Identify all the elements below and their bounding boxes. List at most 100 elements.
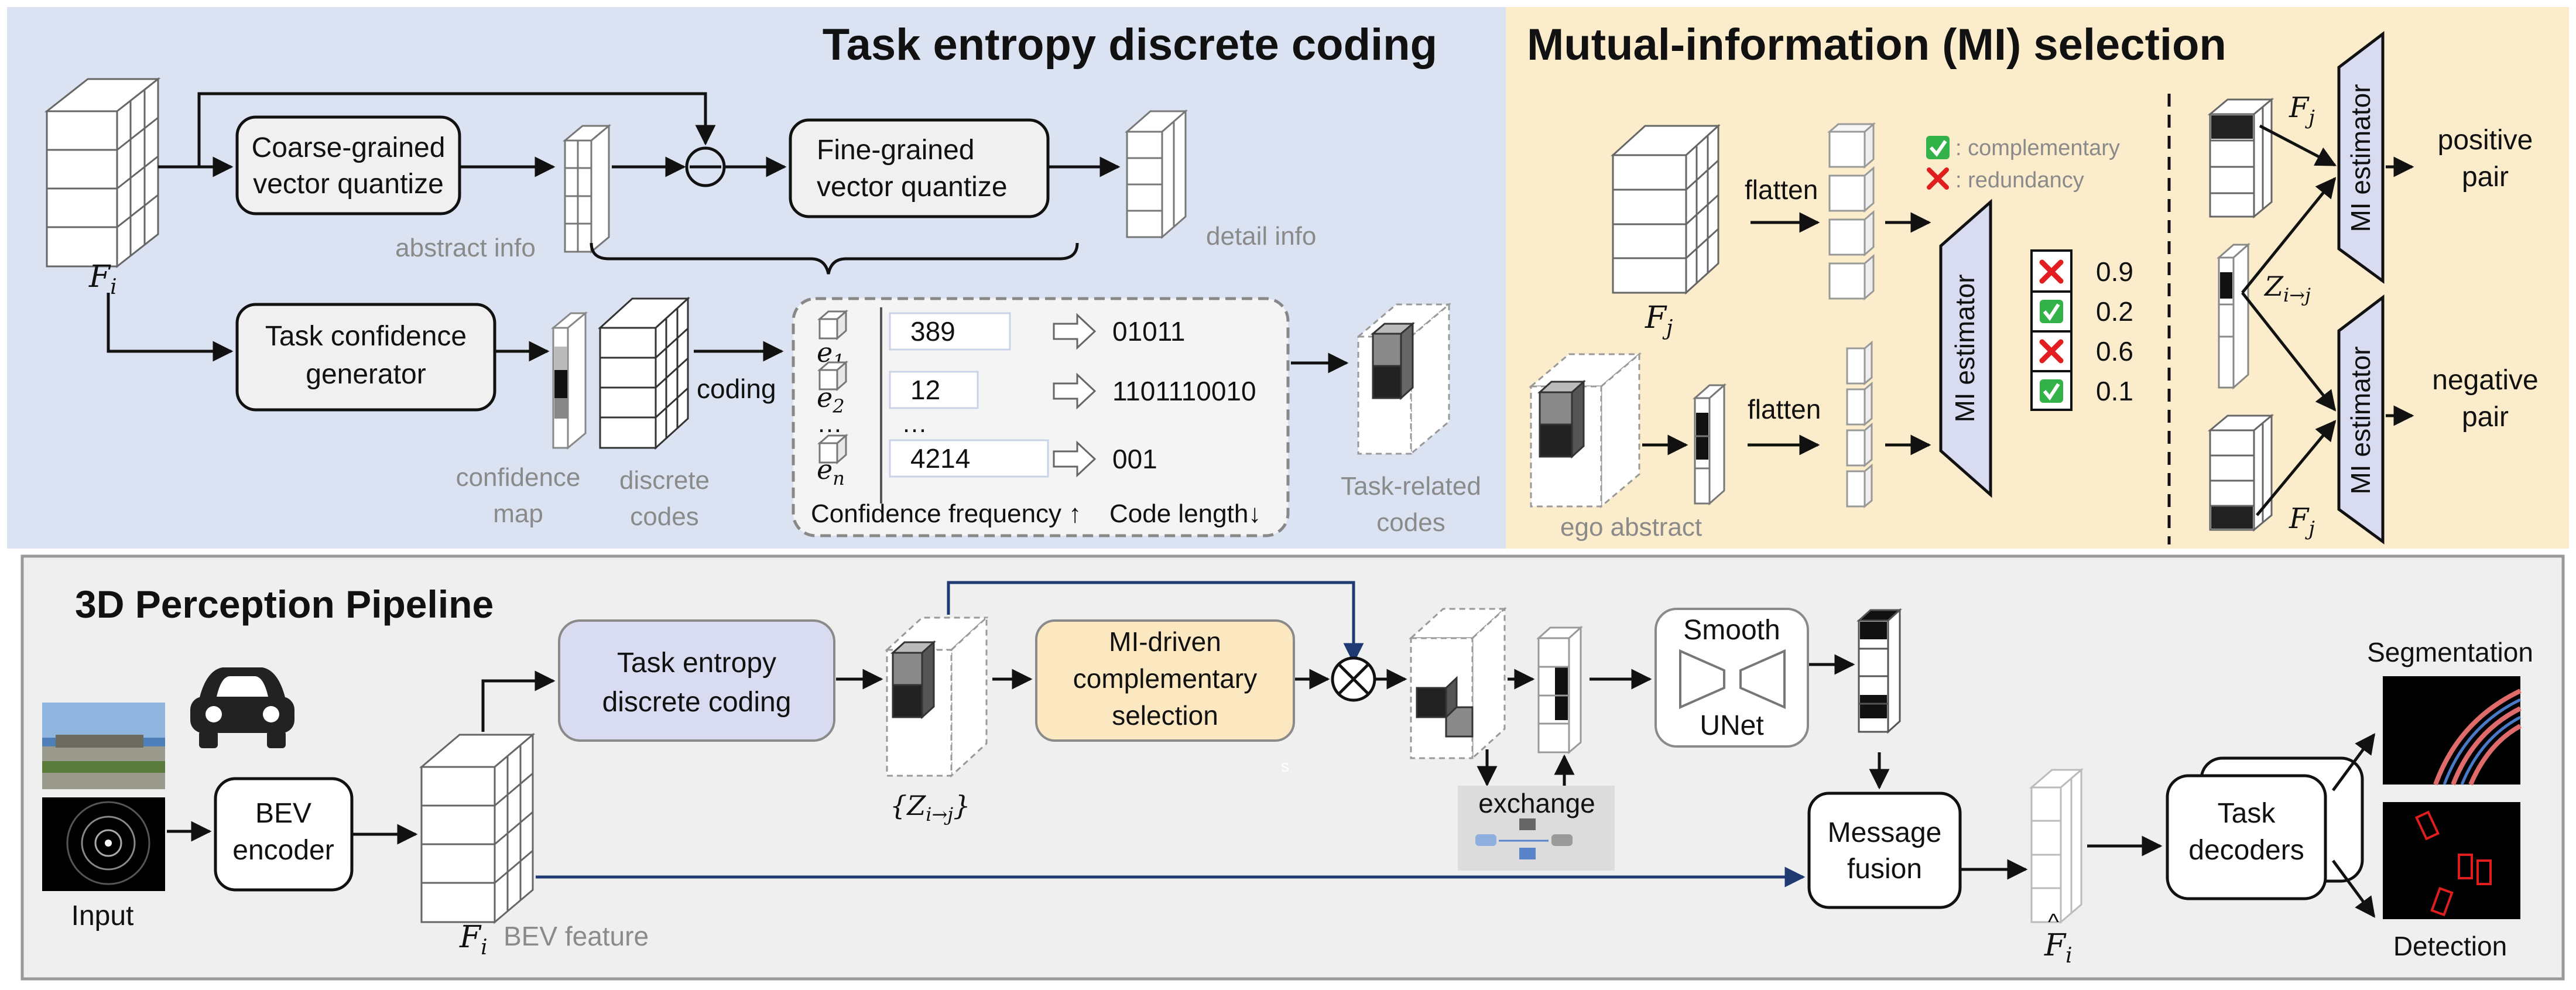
arrow-z-skip-to-multiply (947, 581, 1364, 664)
codebook-row-1: e1 389 01011 (817, 309, 1186, 372)
task-related-codes-cube (1355, 302, 1452, 456)
flatten-label-top: flatten (1745, 174, 1818, 205)
codebook-footer-right: Code length↓ (1109, 499, 1261, 528)
arrow-neg-fj-to-mi (2256, 420, 2337, 516)
positive-pair-label-1: positive (2438, 125, 2533, 156)
abstract-info-slab (562, 124, 612, 254)
detection-image (2383, 802, 2520, 919)
stray-s: s (1281, 757, 1289, 775)
value-box-2 (889, 371, 979, 409)
code-text-n: 001 (1112, 444, 1157, 474)
detail-info-slab (1125, 109, 1188, 239)
confidence-map-label-2: map (493, 499, 543, 528)
discrete-codes-label-1: discrete (619, 466, 710, 495)
task-decoders-box (2166, 774, 2327, 900)
task-related-label-2: codes (1376, 508, 1445, 537)
mi-estimator-central: MI estimator (1939, 198, 1992, 498)
fj-feature-cube (1611, 124, 1721, 295)
bev-feature-label: BEV feature (503, 921, 649, 951)
multiply-stroke-b (1338, 663, 1369, 695)
input-camera-image (42, 703, 165, 789)
task-related-label-1: Task-related (1341, 472, 1481, 501)
ego-slab (1693, 383, 1727, 506)
mini-cube-e2 (817, 360, 849, 392)
value-box-n (889, 439, 1049, 478)
discrete-codes-label-2: codes (630, 502, 698, 531)
z-slab (2217, 242, 2250, 390)
fj-cube-negative (2207, 413, 2274, 532)
panel-title-mi-selection: Mutual-information (MI) selection (1527, 20, 2226, 70)
code-text-2: 1101110010 (1112, 376, 1256, 406)
check-mark (2043, 383, 2060, 401)
score-rows: 0.90.20.60.1 (2032, 256, 2133, 406)
fi-label-top: Fi (88, 259, 117, 299)
hollow-arrow-1 (1053, 313, 1097, 350)
value-text-2: 12 (910, 375, 940, 405)
unet-icon (1679, 649, 1786, 710)
output-slab (1856, 608, 1902, 734)
mi-estimator-central-label: MI estimator (1950, 274, 1980, 422)
legend-check-mark (1929, 140, 1947, 157)
exchange-label: exchange (1478, 788, 1595, 818)
fj-label-mid: Fj (1645, 300, 1673, 340)
mi-estimator-negative-label: MI estimator (2345, 346, 2376, 494)
message-fusion-box (1807, 792, 1962, 909)
score-value: 0.2 (2096, 296, 2133, 327)
bev-feature-cube (419, 732, 536, 924)
mi-driven-selection-box (1035, 619, 1295, 742)
fhat-hat: ^ (2048, 909, 2059, 935)
legend-redundancy-label: : redundancy (1955, 168, 2084, 193)
car-icon (190, 667, 294, 748)
hollow-arrow-2 (1053, 372, 1097, 410)
fine-vq-label-1: Fine-grained (817, 135, 974, 166)
bev-encoder-box (214, 777, 354, 892)
hollow-arrow-n (1053, 440, 1097, 478)
arrow-decoders-to-detection (2331, 859, 2376, 918)
segmentation-label: Segmentation (2367, 637, 2533, 667)
check-icon (2040, 379, 2063, 403)
ego-abstract-cube (1528, 352, 1642, 509)
value-text-1: 389 (910, 316, 955, 347)
fhat-feature (2029, 768, 2084, 924)
en-label: en (817, 454, 845, 489)
negative-pair-label-1: negative (2432, 365, 2538, 396)
coding-label: coding (697, 374, 776, 404)
coarse-vq-label-2: vector quantize (253, 169, 444, 200)
arrow-z-to-mi-top (2241, 177, 2337, 294)
panel-title-task-entropy: Task entropy discrete coding (823, 20, 1437, 70)
fj-cube-positive (2207, 97, 2274, 219)
z-set-label: {Zi→j} (890, 790, 970, 825)
mi-estimator-positive: MI estimator (2337, 30, 2385, 284)
task-decoders-label-1: Task (2218, 798, 2276, 829)
exchange-box (1458, 786, 1615, 871)
value-box-1 (889, 312, 1011, 351)
detail-info-label: detail info (1206, 222, 1316, 251)
score-value: 0.6 (2096, 336, 2133, 366)
code-text-1: 01011 (1112, 316, 1186, 347)
legend: : complementary : redundancy (1926, 136, 2120, 193)
message-fusion-label-2: fusion (1847, 854, 1922, 885)
task-decoders-label-2: decoders (2188, 835, 2304, 866)
coarse-vq-label-1: Coarse-grained (252, 132, 446, 163)
task-entropy-label-2: discrete coding (602, 687, 792, 718)
arrow-decoders-to-segmentation (2331, 733, 2376, 792)
mi-driven-label-3: selection (1112, 700, 1218, 731)
fhat-label: Fi (2044, 928, 2073, 968)
e2-label: e2 (817, 382, 845, 417)
codebook-ellipsis-mid: … (902, 409, 927, 438)
arrow-fi-to-confidence (107, 293, 234, 362)
codebook-row-2: e2 12 1101110010 (817, 360, 1256, 417)
fi-label-bottom: Fi (459, 920, 488, 960)
selected-codes-cube (1409, 607, 1507, 761)
legend-complementary-label: : complementary (1955, 136, 2120, 160)
score-value: 0.9 (2096, 256, 2133, 287)
fj-label-negative: Fj (2289, 502, 2315, 540)
check-mark (2043, 303, 2060, 321)
flattened-cubes-top (1827, 122, 1876, 301)
flattened-cubes-bottom (1846, 340, 1873, 509)
mi-driven-label-2: complementary (1073, 663, 1257, 694)
z-label: Zi→j (2263, 270, 2311, 306)
z-set-cube (885, 615, 989, 778)
negative-pair-label-2: pair (2462, 402, 2509, 433)
